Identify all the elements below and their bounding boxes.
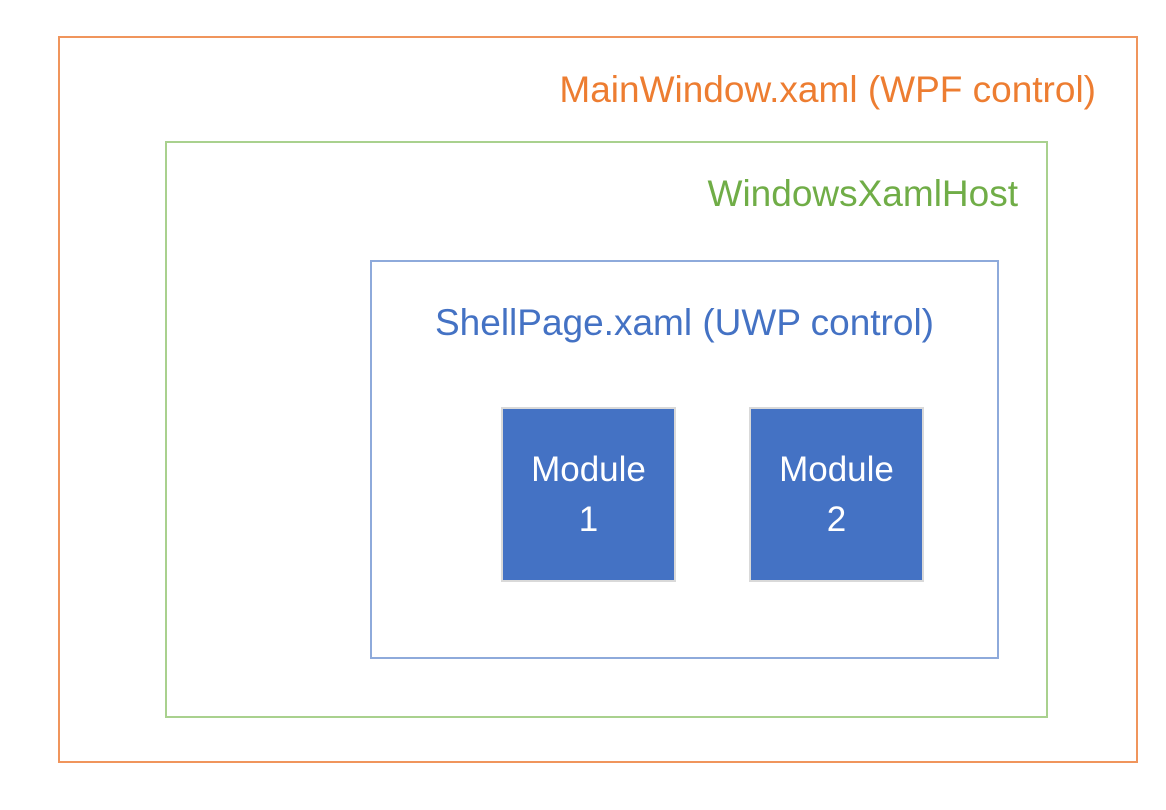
mainwindow-label: MainWindow.xaml (WPF control) <box>559 69 1096 110</box>
module-2-box: Module 2 <box>749 407 924 582</box>
shellpage-box <box>370 260 999 659</box>
mainwindow-box <box>58 36 1138 763</box>
module-1-label-line1: Module <box>531 449 646 489</box>
shellpage-label: ShellPage.xaml (UWP control) <box>435 302 934 343</box>
module-2-label-line1: Module <box>779 449 894 489</box>
windowsxamlhost-label: WindowsXamlHost <box>707 173 1018 214</box>
module-1-box: Module 1 <box>501 407 676 582</box>
module-1-label-line2: 1 <box>578 499 599 539</box>
windowsxamlhost-box <box>165 141 1048 718</box>
module-2-label-line2: 2 <box>826 499 847 539</box>
